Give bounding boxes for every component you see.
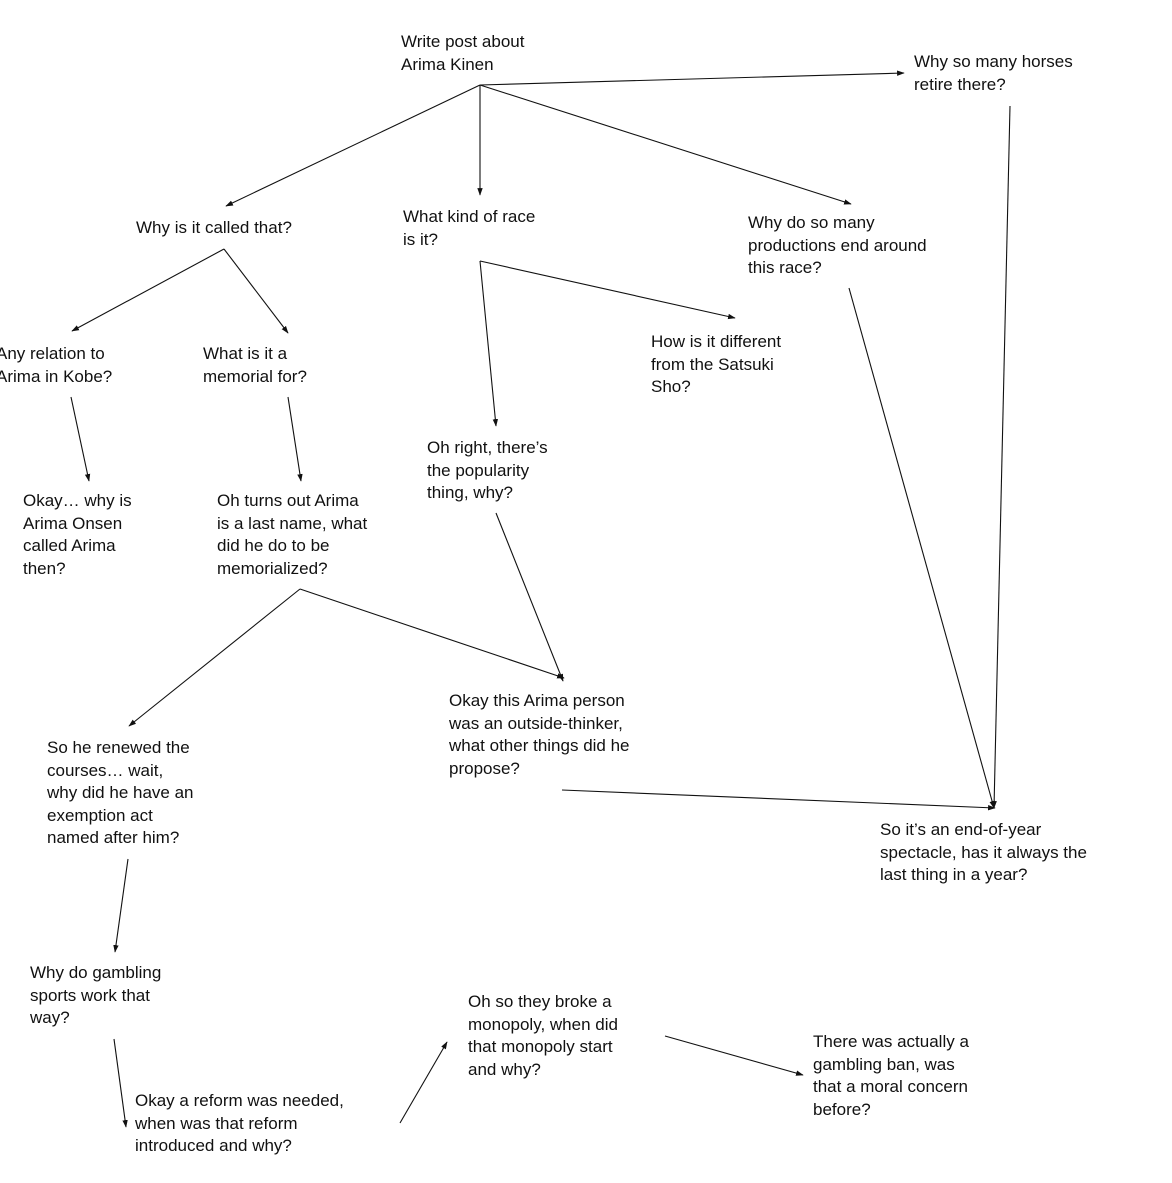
node-popularity: Oh right, there’s the popularity thing, …: [427, 438, 548, 502]
node-onsen: Okay… why is Arima Onsen called Arima th…: [23, 491, 132, 578]
node-root: Write post about Arima Kinen: [401, 32, 525, 74]
edge-retire-to-endyear: [991, 105, 1011, 809]
node-kobe: Any relation to Arima in Kobe?: [0, 344, 113, 386]
edge-lastname-to-renewed: [128, 588, 301, 727]
node-reform: Okay a reform was needed, when was that …: [135, 1091, 344, 1155]
edge-reform-to-monopoly: [399, 1041, 448, 1124]
edge-popularity-to-outside: [495, 512, 564, 682]
edge-lastname-to-outside: [299, 588, 565, 679]
edge-kind-to-popularity: [479, 260, 499, 427]
edge-kobe-to-onsen: [70, 396, 91, 482]
node-kind: What kind of race is it?: [403, 207, 536, 249]
edge-renewed-to-gambling: [113, 858, 129, 953]
edge-productions-to-endyear: [848, 287, 995, 809]
edge-monopoly-to-ban: [664, 1035, 804, 1076]
node-called: Why is it called that?: [136, 218, 292, 237]
node-outside: Okay this Arima person was an outside-th…: [449, 691, 630, 778]
edge-gambling-to-reform: [113, 1038, 128, 1128]
edge-root-to-retire: [479, 70, 905, 86]
node-gambling: Why do gambling sports work that way?: [30, 963, 162, 1027]
node-retire: Why so many horses retire there?: [914, 52, 1073, 94]
edge-root-to-productions: [479, 84, 852, 205]
edge-root-to-called: [225, 84, 481, 207]
node-renewed: So he renewed the courses… wait, why did…: [47, 738, 194, 847]
node-endyear: So it’s an end-of-year spectacle, has it…: [880, 820, 1087, 884]
edge-outside-to-endyear: [561, 789, 996, 811]
node-satsuki: How is it different from the Satsuki Sho…: [651, 332, 782, 396]
node-productions: Why do so many productions end around th…: [748, 213, 927, 277]
node-memorial: What is it a memorial for?: [203, 344, 307, 386]
node-lastname: Oh turns out Arima is a last name, what …: [217, 491, 368, 578]
edge-called-to-kobe: [71, 248, 225, 332]
edge-called-to-memorial: [223, 248, 289, 334]
node-ban: There was actually a gambling ban, was t…: [813, 1032, 969, 1119]
node-monopoly: Oh so they broke a monopoly, when did th…: [468, 992, 618, 1079]
edge-kind-to-satsuki: [479, 260, 736, 320]
edge-memorial-to-lastname: [287, 396, 303, 482]
